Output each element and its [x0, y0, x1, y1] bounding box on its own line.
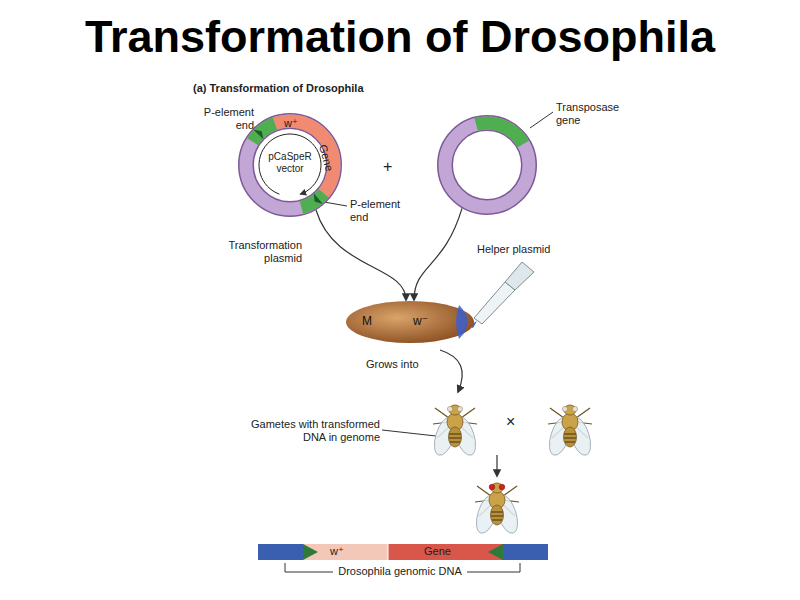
label: Drosophila genomic DNA	[335, 565, 465, 578]
leader-line	[382, 430, 436, 436]
leader-line	[530, 112, 553, 128]
node-outline	[437, 115, 537, 215]
label: Grows into	[366, 358, 436, 371]
label: +	[383, 158, 403, 176]
node-text: Helper plasmid	[477, 243, 557, 256]
growth-arrow	[440, 350, 462, 392]
label: (a) Transformation of Drosophila	[193, 82, 453, 95]
fly-mate	[545, 405, 594, 458]
node-text: pCaSpeR vector	[262, 151, 318, 174]
connector	[316, 210, 406, 300]
genomic-dna-band: w⁺ Gene	[258, 544, 548, 560]
embryo: Mw⁻	[345, 300, 475, 344]
label: ×	[506, 413, 526, 431]
node-outline	[258, 544, 548, 560]
node-text: M	[362, 315, 378, 329]
node-text: w⁺	[284, 117, 308, 130]
label: P-element end	[200, 106, 254, 131]
label: Transposase gene	[556, 101, 626, 126]
node-text: Gene	[424, 545, 464, 558]
label: Gametes with transformed DNA in genome	[228, 418, 380, 443]
node-text: w⁺	[330, 545, 360, 558]
connector	[414, 208, 462, 300]
transformation-plasmid: w⁺GenepCaSpeR vectorTransformation plasm…	[238, 113, 342, 217]
title: Transformation of Drosophila	[0, 14, 800, 59]
fly-offspring	[472, 483, 521, 536]
cross-arrow	[496, 455, 497, 476]
node-text: Transformation plasmid	[220, 239, 302, 264]
helper-plasmid: Helper plasmid	[437, 115, 537, 215]
node-text: w⁻	[413, 315, 433, 329]
label: P-element end	[350, 198, 406, 223]
fly-transformed	[430, 405, 479, 458]
injection-pipette	[469, 262, 534, 328]
